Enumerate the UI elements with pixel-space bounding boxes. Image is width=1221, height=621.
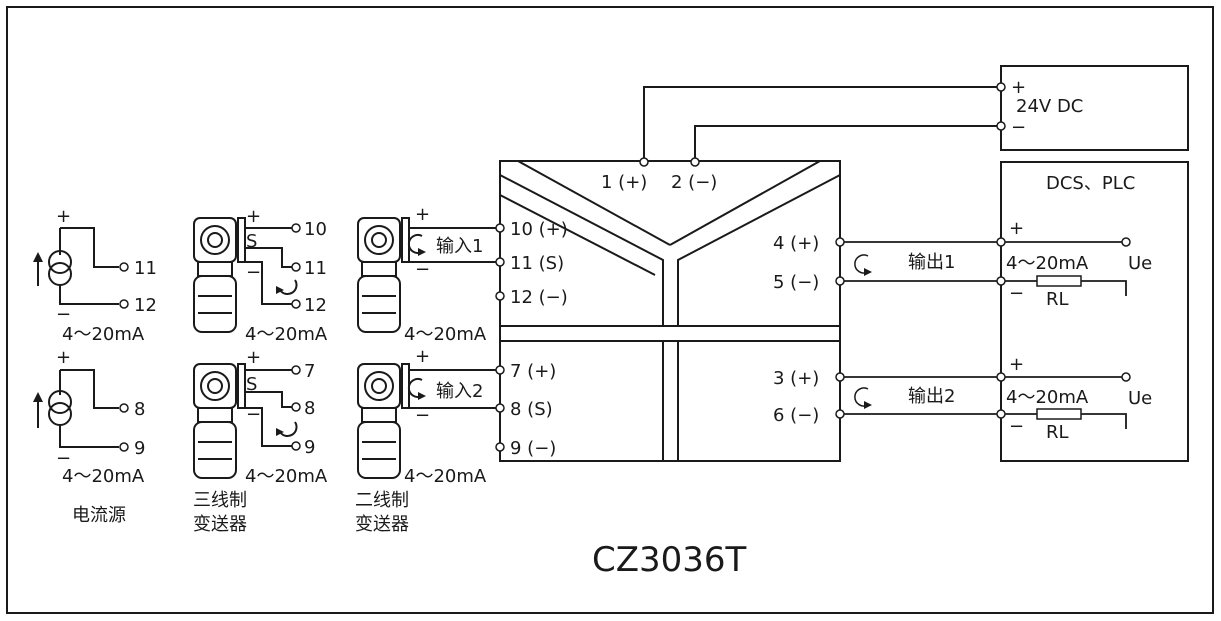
two-wire-label-2: 变送器 <box>355 514 409 535</box>
three-wire-label-2: 变送器 <box>193 514 247 535</box>
terminal-12: 12 (−) <box>510 287 568 308</box>
out1-plus: + <box>1009 218 1024 239</box>
th1-minus: − <box>246 262 261 283</box>
terminal-2: 2 (−) <box>671 172 717 193</box>
out1-minus: − <box>1009 283 1024 304</box>
tw2-current: 4～20mA <box>404 466 487 487</box>
out2-rl: RL <box>1046 422 1069 443</box>
terminal-10: 10 (+) <box>510 219 568 240</box>
three-wire-label-1: 三线制 <box>193 490 247 511</box>
terminal-3: 3 (+) <box>773 368 819 389</box>
outer-border <box>6 6 1214 614</box>
dcs-plc-box: DCS、PLC + 4～20mA Ue − RL + 4～20mA Ue − R… <box>844 161 1189 462</box>
power-supply: + 24V DC − 1 (+) 2 (−) <box>601 65 1189 193</box>
out2-plus: + <box>1009 354 1024 375</box>
th1-pin-12: 12 <box>304 295 327 316</box>
cs2-minus: − <box>56 448 71 469</box>
cs1-minus: − <box>56 304 71 325</box>
current-source-1 <box>33 227 119 305</box>
isolator-module <box>499 160 841 462</box>
th1-pin-10: 10 <box>304 219 327 240</box>
out2-current: 4～20mA <box>1006 387 1089 408</box>
th2-s: S <box>246 374 257 395</box>
three-wire-transmitter-1 <box>193 217 298 333</box>
current-source-label: 电流源 <box>72 505 126 526</box>
tw2-minus: − <box>415 405 430 426</box>
terminal-6: 6 (−) <box>773 405 819 426</box>
cs2-pin-9: 9 <box>134 438 145 459</box>
cs2-plus: + <box>56 347 71 368</box>
two-wire-transmitter-2 <box>357 363 496 479</box>
terminal-9: 9 (−) <box>510 438 556 459</box>
th2-current: 4～20mA <box>245 466 328 487</box>
power-plus: + <box>1011 77 1026 98</box>
out2-minus: − <box>1009 416 1024 437</box>
input-terminals: 10 (+) 11 (S) 12 (−) 7 (+) 8 (S) 9 (−) <box>495 219 568 459</box>
output2-label: 输出2 <box>908 386 955 407</box>
cs1-plus: + <box>56 206 71 227</box>
terminal-7: 7 (+) <box>510 361 556 382</box>
out1-ue: Ue <box>1128 253 1152 274</box>
out1-rl: RL <box>1046 289 1069 310</box>
input2-label: 输入2 <box>436 381 483 402</box>
two-wire-transmitter-1 <box>357 217 496 333</box>
output-terminals: 4 (+) 5 (−) 3 (+) 6 (−) <box>773 233 845 426</box>
th2-pin-9: 9 <box>304 437 315 458</box>
dcs-title: DCS、PLC <box>1046 173 1135 194</box>
terminal-1: 1 (+) <box>601 172 647 193</box>
tw1-plus: + <box>415 204 430 225</box>
th2-pin-8: 8 <box>304 398 315 419</box>
th1-pin-11: 11 <box>304 258 327 279</box>
out1-current: 4～20mA <box>1006 253 1089 274</box>
out2-ue: Ue <box>1128 388 1152 409</box>
terminal-11: 11 (S) <box>510 253 564 274</box>
tw2-plus: + <box>415 346 430 367</box>
two-wire-label-1: 二线制 <box>355 490 409 511</box>
terminal-5: 5 (−) <box>773 272 819 293</box>
th1-plus: + <box>246 206 261 227</box>
power-label: 24V DC <box>1016 96 1083 117</box>
cs1-pin-11: 11 <box>134 258 157 279</box>
cs1-current: 4～20mA <box>62 324 145 345</box>
th1-current: 4～20mA <box>245 324 328 345</box>
current-source-2 <box>33 369 119 448</box>
power-minus: − <box>1011 117 1026 138</box>
th2-minus: − <box>246 404 261 425</box>
model-title: CZ3036T <box>592 540 747 580</box>
th2-plus: + <box>246 347 261 368</box>
three-wire-transmitter-2 <box>193 363 298 479</box>
terminal-8: 8 (S) <box>510 399 553 420</box>
terminal-4: 4 (+) <box>773 233 819 254</box>
output1-label: 输出1 <box>908 252 955 273</box>
input1-label: 输入1 <box>436 236 483 257</box>
cs1-pin-12: 12 <box>134 295 157 316</box>
th2-pin-7: 7 <box>304 361 315 382</box>
cs2-current: 4～20mA <box>62 466 145 487</box>
th1-s: S <box>246 231 257 252</box>
tw1-current: 4～20mA <box>404 324 487 345</box>
cs2-pin-8: 8 <box>134 399 145 420</box>
tw1-minus: − <box>415 259 430 280</box>
